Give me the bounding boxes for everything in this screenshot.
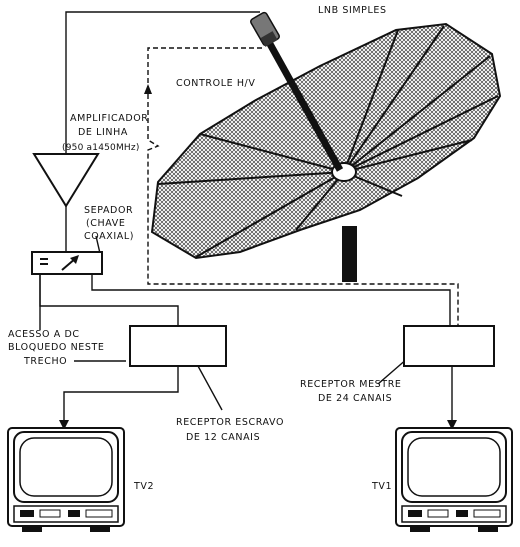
- tv1-screen: [407, 437, 501, 497]
- tv1-label: TV1: [371, 481, 392, 492]
- tv1-arrow-icon: [447, 420, 457, 430]
- amplifier-label-line3: (950 a1450MHz): [62, 143, 140, 153]
- slave-to-tv2-cable: [63, 366, 179, 424]
- separator-box: [31, 251, 103, 275]
- escravo-pointer-line: [197, 365, 223, 411]
- master-receiver-label-line1: RECEPTOR MESTRE: [300, 379, 402, 390]
- dc-label-line2: BLOQUEDO NESTE: [8, 342, 105, 353]
- master-receiver-label-line2: DE 24 CANAIS: [318, 393, 392, 404]
- satellite-dish: [150, 11, 502, 282]
- coaxial-separator: [31, 251, 103, 275]
- separator-to-master-cable: [91, 274, 451, 326]
- separator-label-line1: SEPADOR: [84, 205, 133, 216]
- control-dashed-line: [147, 47, 459, 326]
- master-receiver-box: [403, 325, 495, 367]
- slave-receiver-box: [129, 325, 227, 367]
- tv2-set: [7, 427, 125, 532]
- controle-label: CONTROLE H/V: [176, 78, 255, 89]
- arrowheads: [59, 84, 457, 430]
- lnb-to-amplifier-cable: [65, 11, 260, 154]
- wiring: [39, 11, 459, 424]
- separator-to-slave-cable: [39, 274, 179, 326]
- lnb-icon: [250, 11, 280, 47]
- line-amplifier-triangle: [32, 153, 100, 208]
- tv1-set: [395, 427, 513, 532]
- dc-label-line3: TRECHO: [23, 356, 67, 367]
- amplifier-label-line1: AMPLIFICADOR: [70, 113, 149, 124]
- separator-label-line2: (CHAVE: [86, 218, 125, 229]
- dc-label-line1: ACESSO A DC: [8, 329, 80, 340]
- amplifier-label-line2: DE LINHA: [78, 127, 128, 138]
- separator-label-line3: COAXIAL): [84, 231, 134, 242]
- tv2-label: TV2: [133, 481, 154, 492]
- slave-receiver-label-line2: DE 12 CANAIS: [186, 432, 260, 443]
- tv2-arrow-icon: [59, 420, 69, 430]
- lnb-arm: [266, 42, 344, 172]
- control-up-arrow-icon: [144, 84, 152, 94]
- slave-receiver-label-line1: RECEPTOR ESCRAVO: [176, 417, 284, 428]
- lnb-label: LNB SIMPLES: [318, 5, 387, 16]
- dish-mast: [342, 226, 357, 282]
- tv2-screen: [19, 437, 113, 497]
